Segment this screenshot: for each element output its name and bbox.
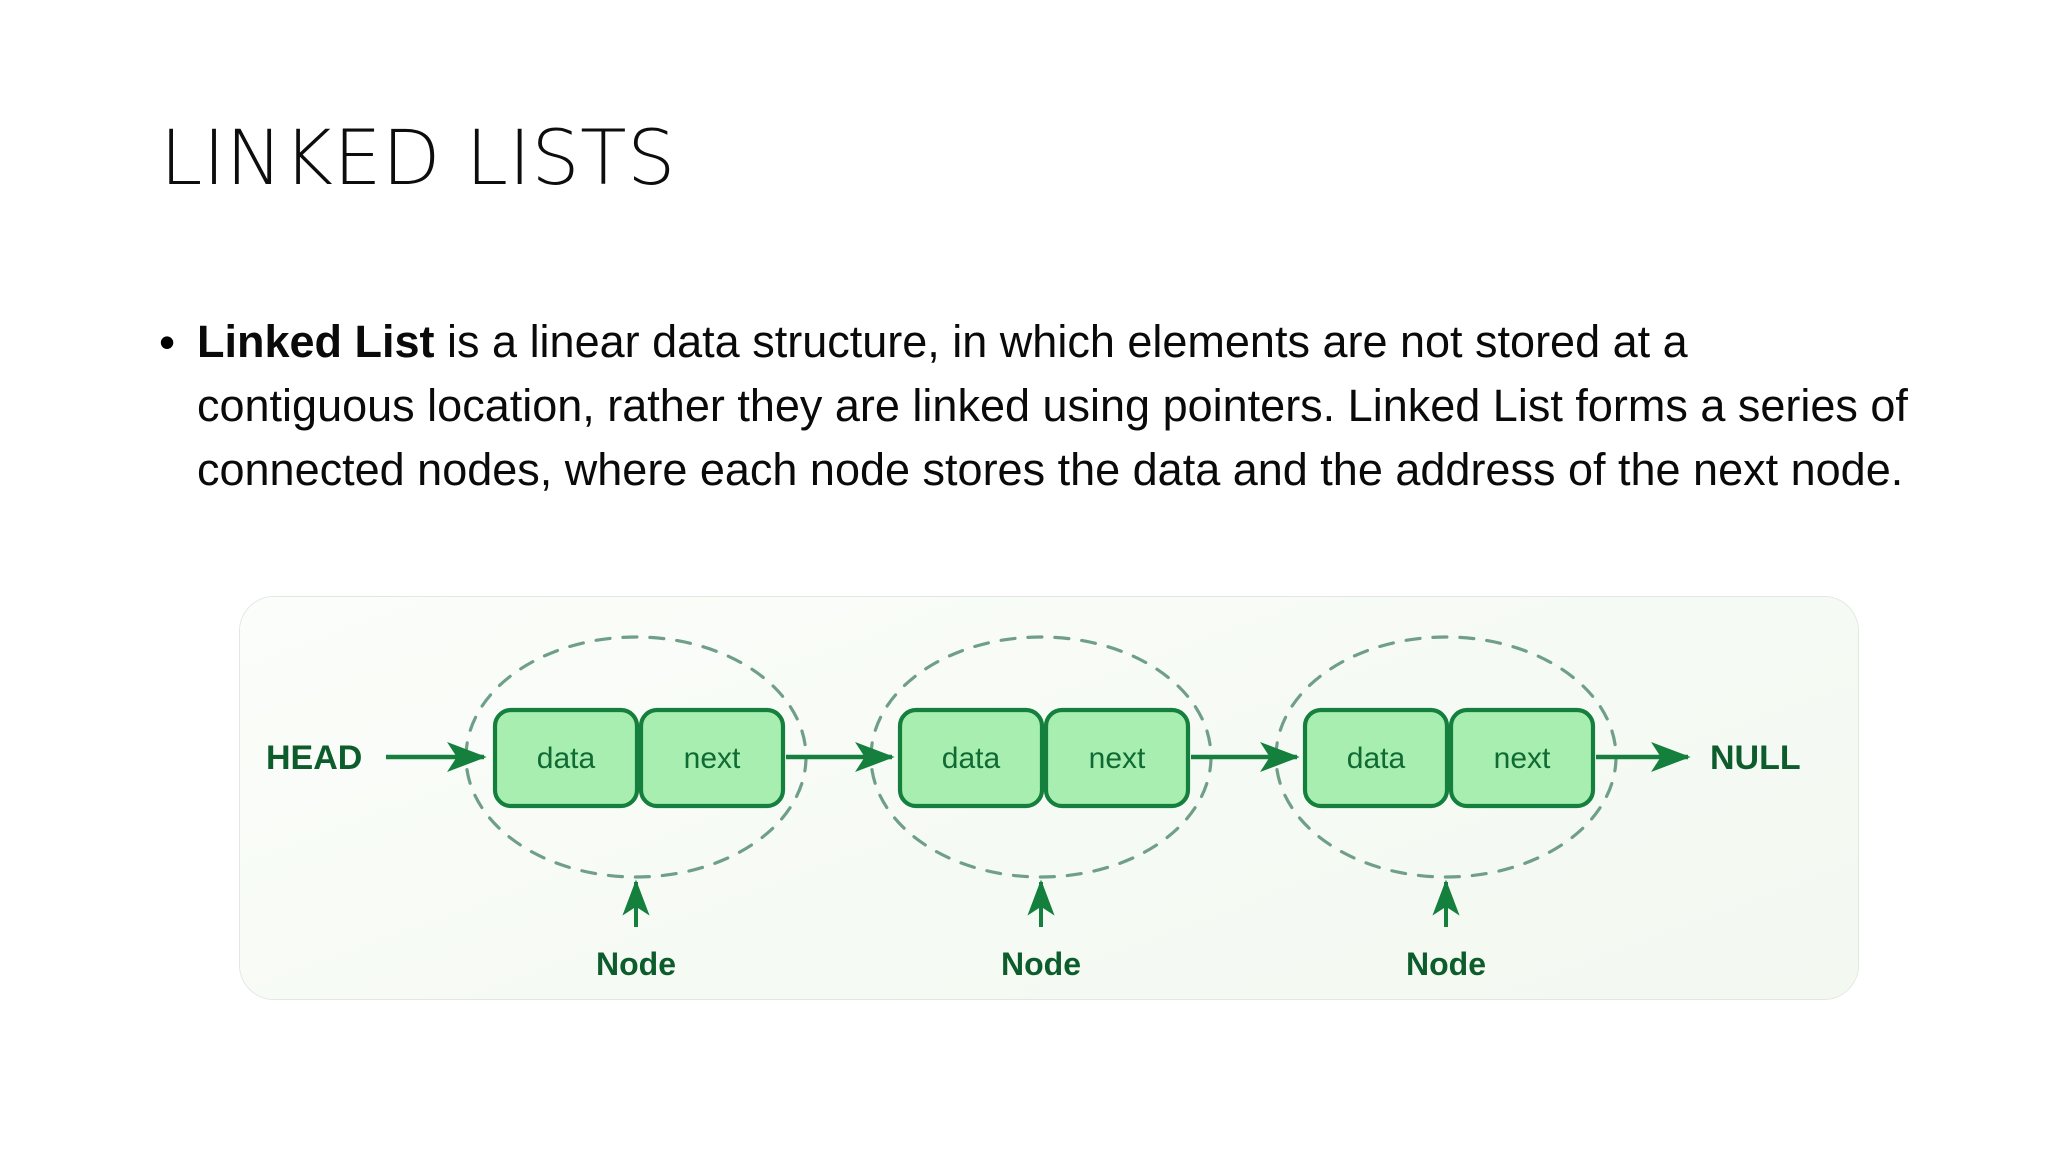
node-3-caption: Node — [1406, 946, 1486, 982]
bullet-marker-icon: • — [159, 316, 176, 368]
bullet-list-item: • Linked List is a linear data structure… — [155, 310, 1915, 502]
node-1-next-box — [638, 707, 786, 809]
node-3-data-label: data — [1347, 742, 1406, 775]
head-label: HEAD — [266, 739, 362, 777]
body-content: • Linked List is a linear data structure… — [155, 310, 1915, 502]
node-2-data-label: data — [942, 742, 1001, 775]
node-1-caption: Node — [596, 946, 676, 982]
node-3-next-box — [1448, 707, 1596, 809]
node-1-next-label: next — [684, 742, 741, 775]
node-2-next-label: next — [1089, 742, 1146, 775]
node-2-next-box — [1043, 707, 1191, 809]
bullet-paragraph: Linked List is a linear data structure, … — [197, 310, 1915, 502]
node-2-caption: Node — [1001, 946, 1081, 982]
node-1-data-box — [492, 707, 640, 809]
node-2-data-box — [897, 707, 1045, 809]
null-label: NULL — [1710, 739, 1801, 777]
node-3-next-label: next — [1494, 742, 1551, 775]
page-title: LINKED LISTS — [160, 113, 676, 202]
bullet-lead-term: Linked List — [197, 316, 435, 367]
bullet-body-text: is a linear data structure, in which ele… — [197, 316, 1908, 495]
linked-list-diagram: HEAD data next data next data next NULL … — [240, 597, 1858, 999]
node-3-data-box — [1302, 707, 1450, 809]
linked-list-illustration: HEAD data next data next data next NULL … — [266, 635, 1801, 982]
node-1-data-label: data — [537, 742, 596, 775]
